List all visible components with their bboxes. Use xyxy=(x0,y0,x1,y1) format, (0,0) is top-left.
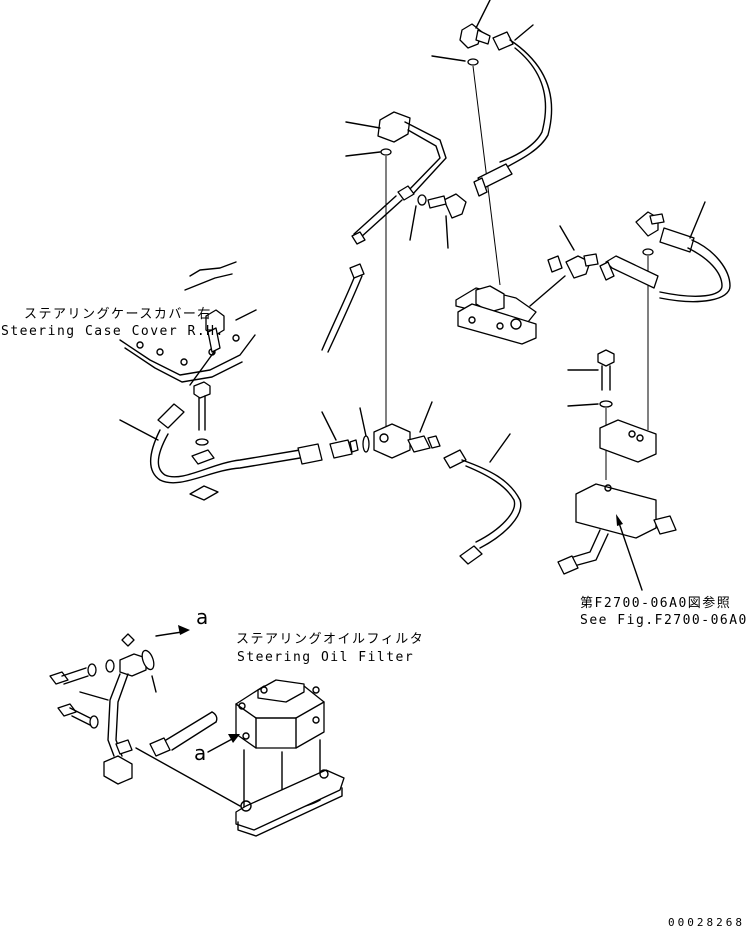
top-long-hose xyxy=(473,24,553,197)
upper-block-fitting xyxy=(345,111,447,430)
straight-connector xyxy=(321,407,370,459)
case-cover-hose xyxy=(119,403,323,484)
flow-arrow-a-bottom xyxy=(207,734,240,753)
center-valve-assembly xyxy=(455,285,537,345)
flow-arrow-a-bottom-label: a xyxy=(194,741,207,765)
top-o-ring xyxy=(431,55,501,286)
filter-hose xyxy=(149,711,218,757)
oil-filter-label-en: Steering Oil Filter xyxy=(237,650,415,665)
short-hose-left xyxy=(321,263,365,353)
right-elbow-top xyxy=(635,211,665,430)
document-number: 00028268 xyxy=(668,916,745,929)
right-mount-plate xyxy=(557,419,677,575)
flow-arrow-a-top xyxy=(155,625,190,637)
right-bolt-washer xyxy=(567,349,615,480)
filter-pipe-assembly xyxy=(49,633,157,785)
see-fig-arrow xyxy=(616,514,643,591)
steering-oil-filter xyxy=(135,679,345,837)
bolt-and-washer-left xyxy=(189,381,219,501)
flow-arrow-a-top-label: a xyxy=(196,605,209,629)
top-elbow-fitting xyxy=(459,0,491,49)
right-hose xyxy=(599,201,731,303)
lower-center-hose xyxy=(443,433,522,565)
pin-and-elbow xyxy=(529,225,599,307)
see-fig-label-en: See Fig.F2700-06A0 xyxy=(580,613,748,628)
oil-filter-label-jp: ステアリングオイルフィルタ xyxy=(236,632,425,647)
steering-case-cover-label-jp: ステアリングケースカバー右 xyxy=(24,307,212,322)
steering-case-cover-label-en: Steering Case Cover R.H. xyxy=(1,324,225,339)
steering-case-cover xyxy=(119,261,257,386)
center-block-fitting xyxy=(373,401,441,459)
center-elbow xyxy=(409,193,467,249)
see-fig-label-jp: 第F2700-06A0図参照 xyxy=(580,596,732,611)
